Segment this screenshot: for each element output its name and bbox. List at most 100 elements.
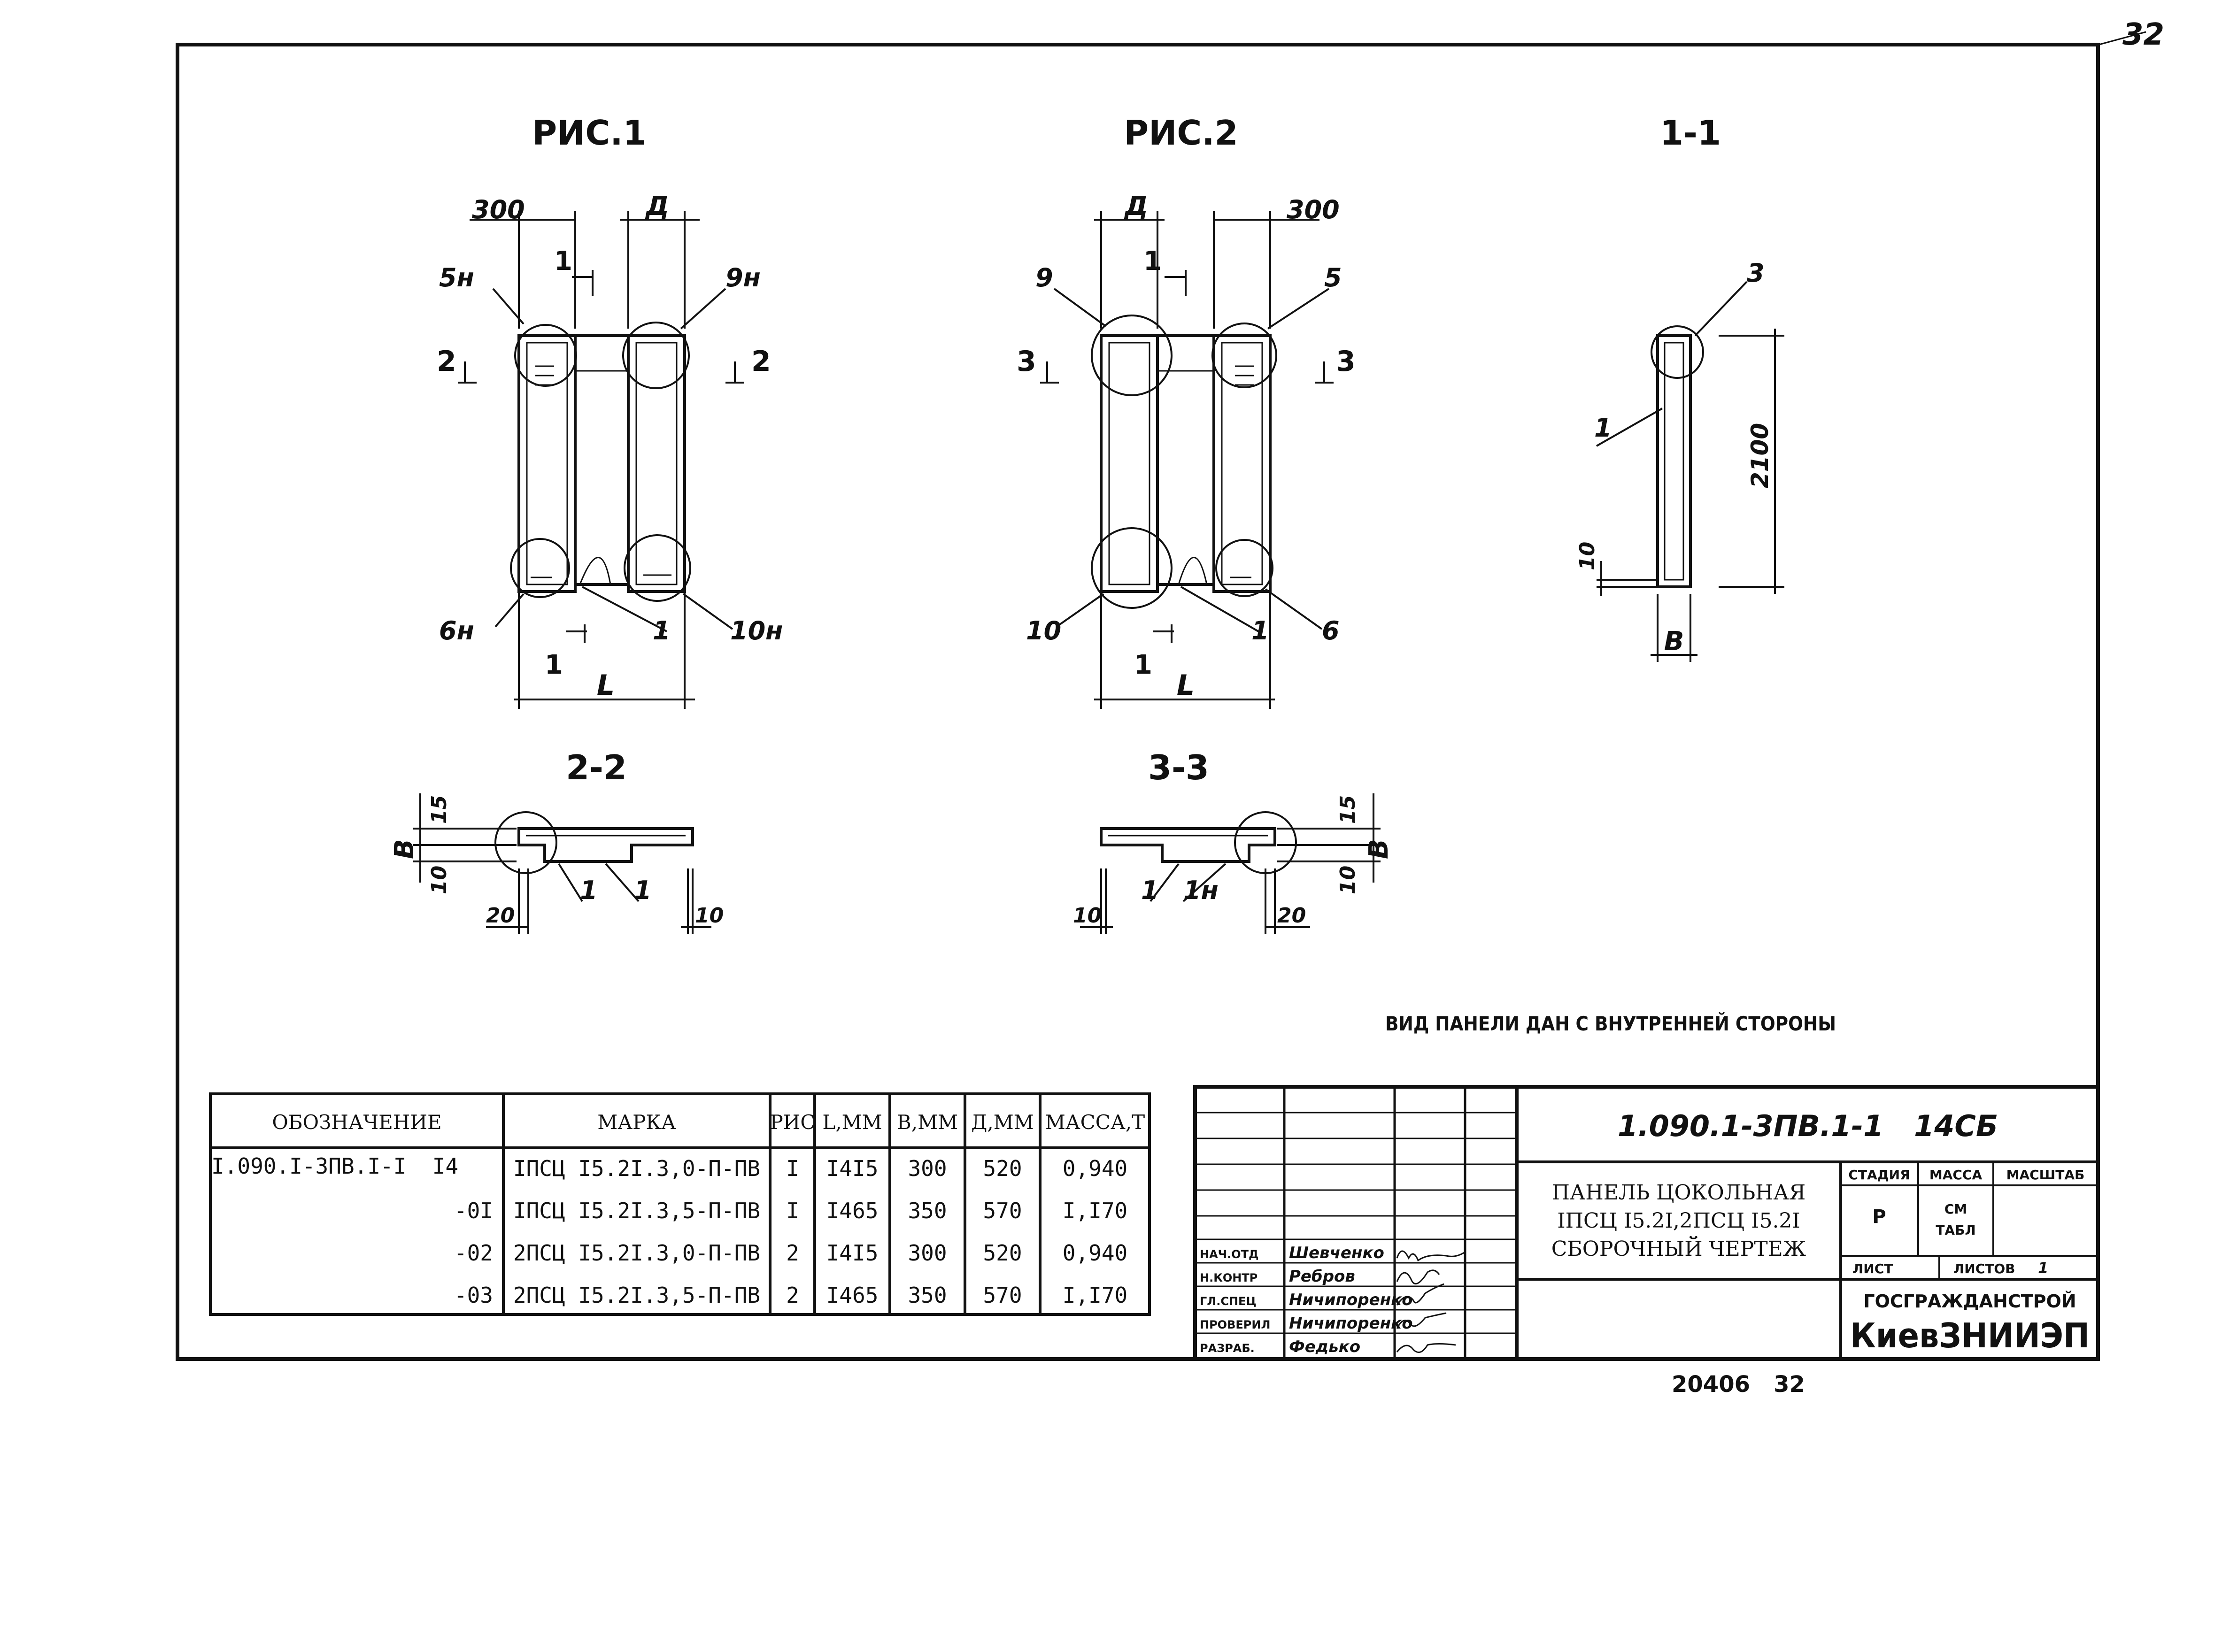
fig2-dimensions bbox=[1040, 211, 1334, 709]
bottom-stamp: 20406 32 bbox=[1672, 1371, 1805, 1398]
spec-header-d: Д,ММ bbox=[971, 1111, 1034, 1134]
fig2-sec-left: 3 bbox=[1017, 345, 1036, 378]
spec-header-fig: РИС bbox=[770, 1111, 815, 1134]
table-row-2-fig: I bbox=[786, 1198, 799, 1223]
table-row-3-fig: 2 bbox=[786, 1240, 799, 1266]
table-row-2-b: 350 bbox=[908, 1198, 947, 1223]
sec11-dim-2100: 2100 bbox=[1746, 423, 1774, 488]
signature-role-4: ПРОВЕРИЛ bbox=[1200, 1318, 1270, 1331]
table-row-1-l: I4I5 bbox=[826, 1156, 879, 1181]
spec-header-b: В,ММ bbox=[897, 1111, 958, 1134]
handwritten-signatures bbox=[1396, 1250, 1466, 1353]
table-row-1-mark: IПСЦ I5.2I.3,0-П-ПВ bbox=[513, 1156, 760, 1181]
fig1-title: РИС.1 bbox=[532, 113, 646, 153]
fig2-title: РИС.2 bbox=[1124, 113, 1238, 153]
sec22-dim-20: 20 bbox=[486, 904, 515, 928]
signature-names: Шевченко Ребров Ничипоренко Ничипоренко … bbox=[1289, 1244, 1413, 1356]
sec33-dim-b: В bbox=[1364, 839, 1394, 859]
sec11-callout-1: 1 bbox=[1594, 413, 1612, 443]
title-line-1: ПАНЕЛЬ ЦОКОЛЬНАЯ bbox=[1552, 1181, 1806, 1205]
sec33-callout-1: 1 bbox=[1141, 876, 1159, 905]
corner-number: 32 bbox=[2122, 17, 2164, 52]
signature-roles: НАЧ.ОТД Н.КОНТР ГЛ.СПЕЦ ПРОВЕРИЛ РАЗРАБ. bbox=[1200, 1248, 1270, 1355]
fig2-sec-top: 1 bbox=[1143, 246, 1162, 277]
signature-name-2: Ребров bbox=[1289, 1267, 1355, 1286]
section-1-1-drawing bbox=[1651, 325, 1704, 588]
table-row-1-d: 520 bbox=[983, 1156, 1022, 1181]
signature-name-1: Шевченко bbox=[1289, 1244, 1384, 1262]
table-row-4-fig: 2 bbox=[786, 1283, 799, 1308]
sec11-dim-b: В bbox=[1664, 626, 1684, 657]
sec11-callout-3: 3 bbox=[1747, 258, 1765, 288]
table-row-3-mark: 2ПСЦ I5.2I.3,0-П-ПВ bbox=[513, 1240, 760, 1266]
table-row-3-b: 300 bbox=[908, 1240, 947, 1266]
stage-label: СТАДИЯ bbox=[1848, 1167, 1910, 1183]
sheet-label: ЛИСТ bbox=[1852, 1261, 1893, 1276]
title-block bbox=[1193, 1085, 2100, 1361]
sheet-frame bbox=[176, 43, 2100, 1361]
table-row-3-mass: 0,940 bbox=[1063, 1240, 1127, 1266]
sec22-dim-15: 15 bbox=[427, 795, 451, 824]
section-2-2-title: 2-2 bbox=[566, 748, 627, 787]
table-row-1-fig: I bbox=[786, 1156, 799, 1181]
table-row-2-designation: -0I bbox=[454, 1198, 493, 1223]
section-1-1-dims bbox=[1596, 281, 1784, 662]
table-row-4-d: 570 bbox=[983, 1283, 1022, 1308]
table-row-4-mark: 2ПСЦ I5.2I.3,5-П-ПВ bbox=[513, 1283, 760, 1308]
signature-name-4: Ничипоренко bbox=[1289, 1314, 1413, 1333]
table-row-1-b: 300 bbox=[908, 1156, 947, 1181]
table-row-4-mass: I,I70 bbox=[1063, 1283, 1127, 1308]
fig1-callout-5n: 5н bbox=[439, 263, 474, 292]
title-block-code: 1.090.1-3ПВ.1-1 14СБ bbox=[1618, 1109, 1998, 1143]
title-line-2: IПСЦ I5.2I,2ПСЦ I5.2I bbox=[1557, 1209, 1800, 1233]
view-note: ВИД ПАНЕЛИ ДАН С ВНУТРЕННЕЙ СТОРОНЫ bbox=[1385, 1012, 1836, 1035]
fig1-callout-1: 1 bbox=[653, 616, 671, 645]
fig2-panel bbox=[1091, 315, 1277, 609]
signature-name-3: Ничипоренко bbox=[1289, 1291, 1413, 1309]
fig2-dim-l: L bbox=[1177, 669, 1195, 702]
sec33-dim-15: 15 bbox=[1336, 795, 1360, 824]
fig2-dim-300: 300 bbox=[1287, 195, 1340, 224]
table-row-4-designation: -03 bbox=[454, 1283, 493, 1308]
fig1-sec-right: 2 bbox=[751, 345, 771, 378]
spec-header-l: L,ММ bbox=[822, 1111, 882, 1134]
table-row-2-mass: I,I70 bbox=[1063, 1198, 1127, 1223]
fig1-dim-d: Д bbox=[645, 191, 669, 222]
spec-header-mark: МАРКА bbox=[597, 1111, 676, 1134]
signature-role-5: РАЗРАБ. bbox=[1200, 1342, 1255, 1355]
table-row-2-l: I465 bbox=[826, 1198, 879, 1223]
fig1-sec-top: 1 bbox=[554, 246, 572, 277]
mass-value-1: СМ bbox=[1944, 1201, 1967, 1217]
title-line-3: СБОРОЧНЫЙ ЧЕРТЕЖ bbox=[1551, 1236, 1806, 1261]
fig2-sec-bottom: 1 bbox=[1134, 650, 1152, 680]
signature-role-3: ГЛ.СПЕЦ bbox=[1200, 1295, 1257, 1308]
section-1-1-title: 1-1 bbox=[1660, 113, 1721, 153]
sheets-label: ЛИСТОВ bbox=[1953, 1261, 2015, 1276]
fig2-dim-d: Д bbox=[1124, 191, 1148, 222]
fig2-callout-1: 1 bbox=[1251, 616, 1269, 645]
table-row-4-b: 350 bbox=[908, 1283, 947, 1308]
org-name-2: КиевЗНИИЭП bbox=[1850, 1316, 2090, 1355]
scale-label: МАСШТАБ bbox=[2006, 1167, 2085, 1183]
fig1-callout-6n: 6н bbox=[439, 616, 474, 645]
sec33-dim-10l: 10 bbox=[1073, 904, 1102, 928]
fig2-callout-9: 9 bbox=[1035, 263, 1053, 292]
signature-role-1: НАЧ.ОТД bbox=[1200, 1248, 1258, 1261]
section-2-2-drawing bbox=[494, 811, 694, 874]
spec-header-designation: ОБОЗНАЧЕНИЕ bbox=[272, 1111, 441, 1134]
fig1-panel bbox=[510, 322, 691, 602]
sec33-dim-10: 10 bbox=[1336, 866, 1360, 894]
mass-value-2: ТАБЛ bbox=[1936, 1222, 1975, 1238]
table-row-2-mark: IПСЦ I5.2I.3,5-П-ПВ bbox=[513, 1198, 760, 1223]
sec22-dim-10: 10 bbox=[427, 866, 451, 894]
mass-label: МАССА bbox=[1929, 1167, 1983, 1183]
fig1-dim-l: L bbox=[597, 669, 615, 702]
signature-name-5: Федько bbox=[1289, 1337, 1360, 1356]
fig1-callout-9n: 9н bbox=[725, 263, 761, 292]
table-row-2-d: 570 bbox=[983, 1198, 1022, 1223]
stage-value: Р bbox=[1872, 1206, 1886, 1228]
table-row-3-d: 520 bbox=[983, 1240, 1022, 1266]
fig2-callout-10: 10 bbox=[1026, 616, 1061, 645]
fig1-callout-10n: 10н bbox=[730, 616, 783, 645]
signature-role-2: Н.КОНТР bbox=[1200, 1271, 1258, 1284]
